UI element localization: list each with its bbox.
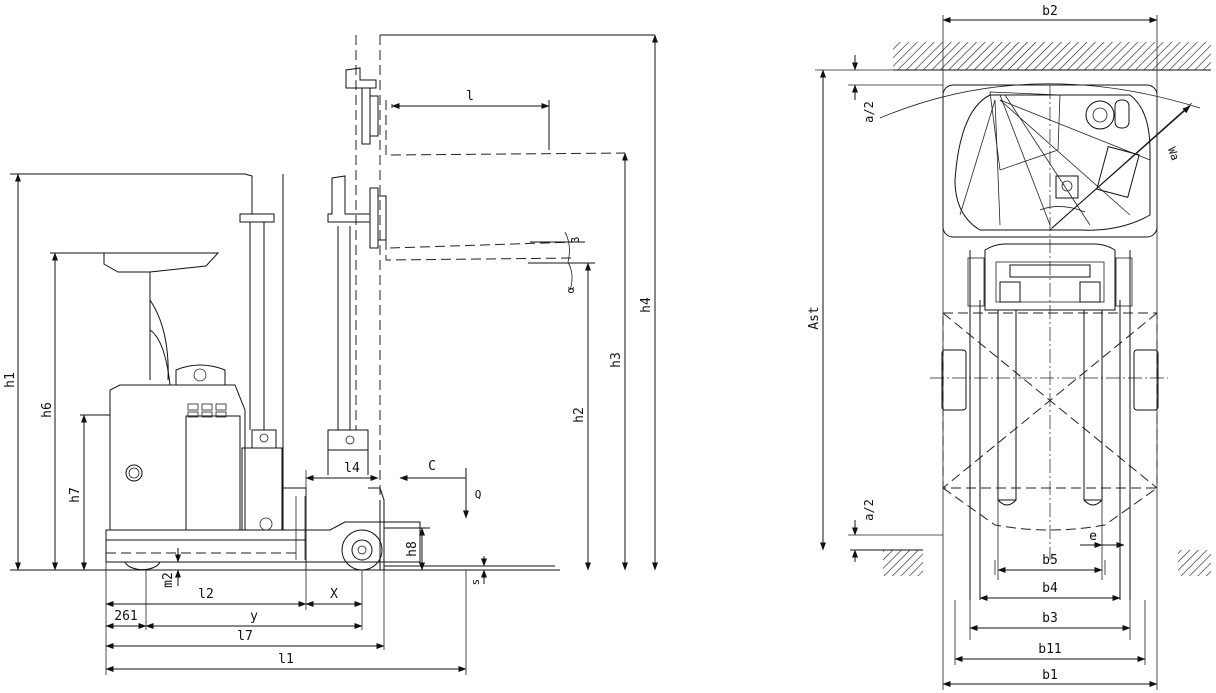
dim-h3: h3 <box>609 352 624 368</box>
dim-h2: h2 <box>572 407 587 423</box>
top-mast <box>967 243 1133 311</box>
dim-l1: l1 <box>278 652 294 667</box>
dim-a2-top: a/2 <box>862 101 876 123</box>
dim-y: y <box>250 609 258 624</box>
wall-right <box>1178 550 1211 576</box>
side-view: h1 h6 h7 h8 h2 h3 h4 l l4 C <box>3 34 658 675</box>
top-view: Wa b2 Ast a/2 a/2 e b5 <box>807 4 1211 690</box>
dim-l2: l2 <box>198 587 214 602</box>
dim-261: 261 <box>114 609 137 624</box>
dim-l7: l7 <box>237 629 253 644</box>
wall-top <box>893 42 1211 70</box>
dim-x: X <box>330 587 338 602</box>
dim-b4: b4 <box>1042 581 1058 596</box>
rear-mast <box>239 173 284 530</box>
dim-b11: b11 <box>1038 642 1061 657</box>
dim-beta: β <box>569 236 582 243</box>
dim-m2: m2 <box>161 572 176 588</box>
wall-left <box>883 550 923 576</box>
dim-q: Q <box>475 488 482 501</box>
dim-h6: h6 <box>40 402 55 418</box>
dim-h1: h1 <box>3 372 18 388</box>
carriage-mid <box>327 175 590 291</box>
dim-c: C <box>428 459 436 474</box>
truck-body <box>109 384 307 531</box>
dim-alpha: α <box>564 286 577 293</box>
operator-compartment <box>103 252 226 386</box>
carriage-top <box>345 67 626 156</box>
dim-s: s <box>469 579 482 586</box>
dim-a2-bottom: a/2 <box>862 499 876 521</box>
dim-wa: Wa <box>1165 145 1182 162</box>
dim-h8: h8 <box>405 541 420 557</box>
front-mast <box>295 34 655 571</box>
dim-ast: Ast <box>807 306 822 329</box>
dim-e: e <box>1089 529 1097 544</box>
dim-h4: h4 <box>639 297 654 313</box>
dim-b5: b5 <box>1042 553 1058 568</box>
dim-b1: b1 <box>1042 668 1058 683</box>
dim-b3: b3 <box>1042 611 1058 626</box>
top-legs <box>941 250 1159 600</box>
dim-l4: l4 <box>344 461 360 476</box>
dim-h7: h7 <box>68 487 83 503</box>
truck-base <box>105 521 421 571</box>
dim-b2: b2 <box>1042 4 1058 19</box>
dim-l: l <box>466 89 474 104</box>
